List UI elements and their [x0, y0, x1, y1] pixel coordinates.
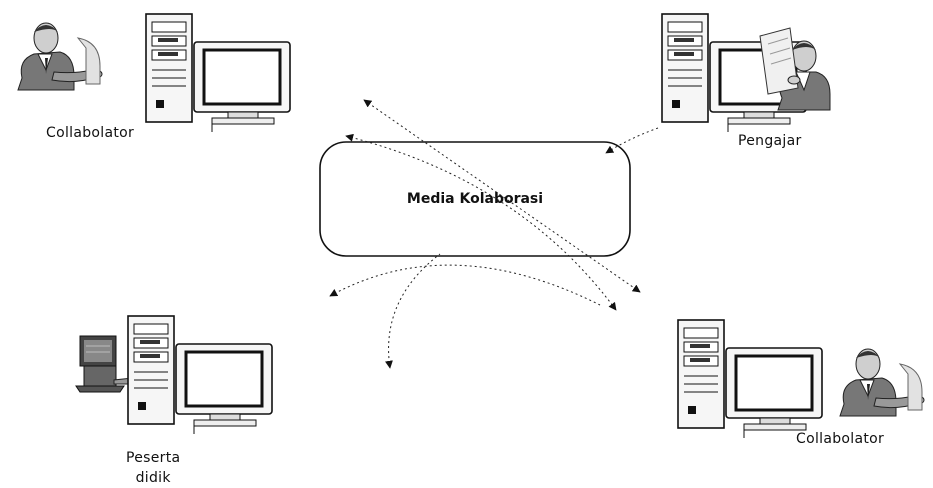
- peserta-label: Peserta didik: [126, 450, 181, 486]
- connector-box-to-collab-bottom: [345, 133, 617, 311]
- businessman-icon: [839, 348, 925, 417]
- collab-bottom-label: Collabolator: [796, 431, 885, 447]
- pengajar-group: [660, 12, 831, 134]
- connector-peserta-arc-2: [384, 253, 441, 369]
- connector-peserta-arc: [329, 264, 601, 306]
- collab-bottom-group: [676, 318, 925, 440]
- media-kolaborasi-label: Media Kolaborasi: [406, 191, 544, 207]
- desktop-computer-icon: [126, 314, 274, 436]
- collab-top-label: Collabolator: [46, 125, 135, 141]
- collab-top-group: [17, 12, 292, 134]
- businessman-icon: [17, 22, 103, 91]
- desktop-computer-icon: [144, 12, 292, 134]
- peserta-group: [75, 314, 274, 436]
- desktop-computer-icon: [676, 318, 824, 440]
- pengajar-label: Pengajar: [738, 133, 802, 149]
